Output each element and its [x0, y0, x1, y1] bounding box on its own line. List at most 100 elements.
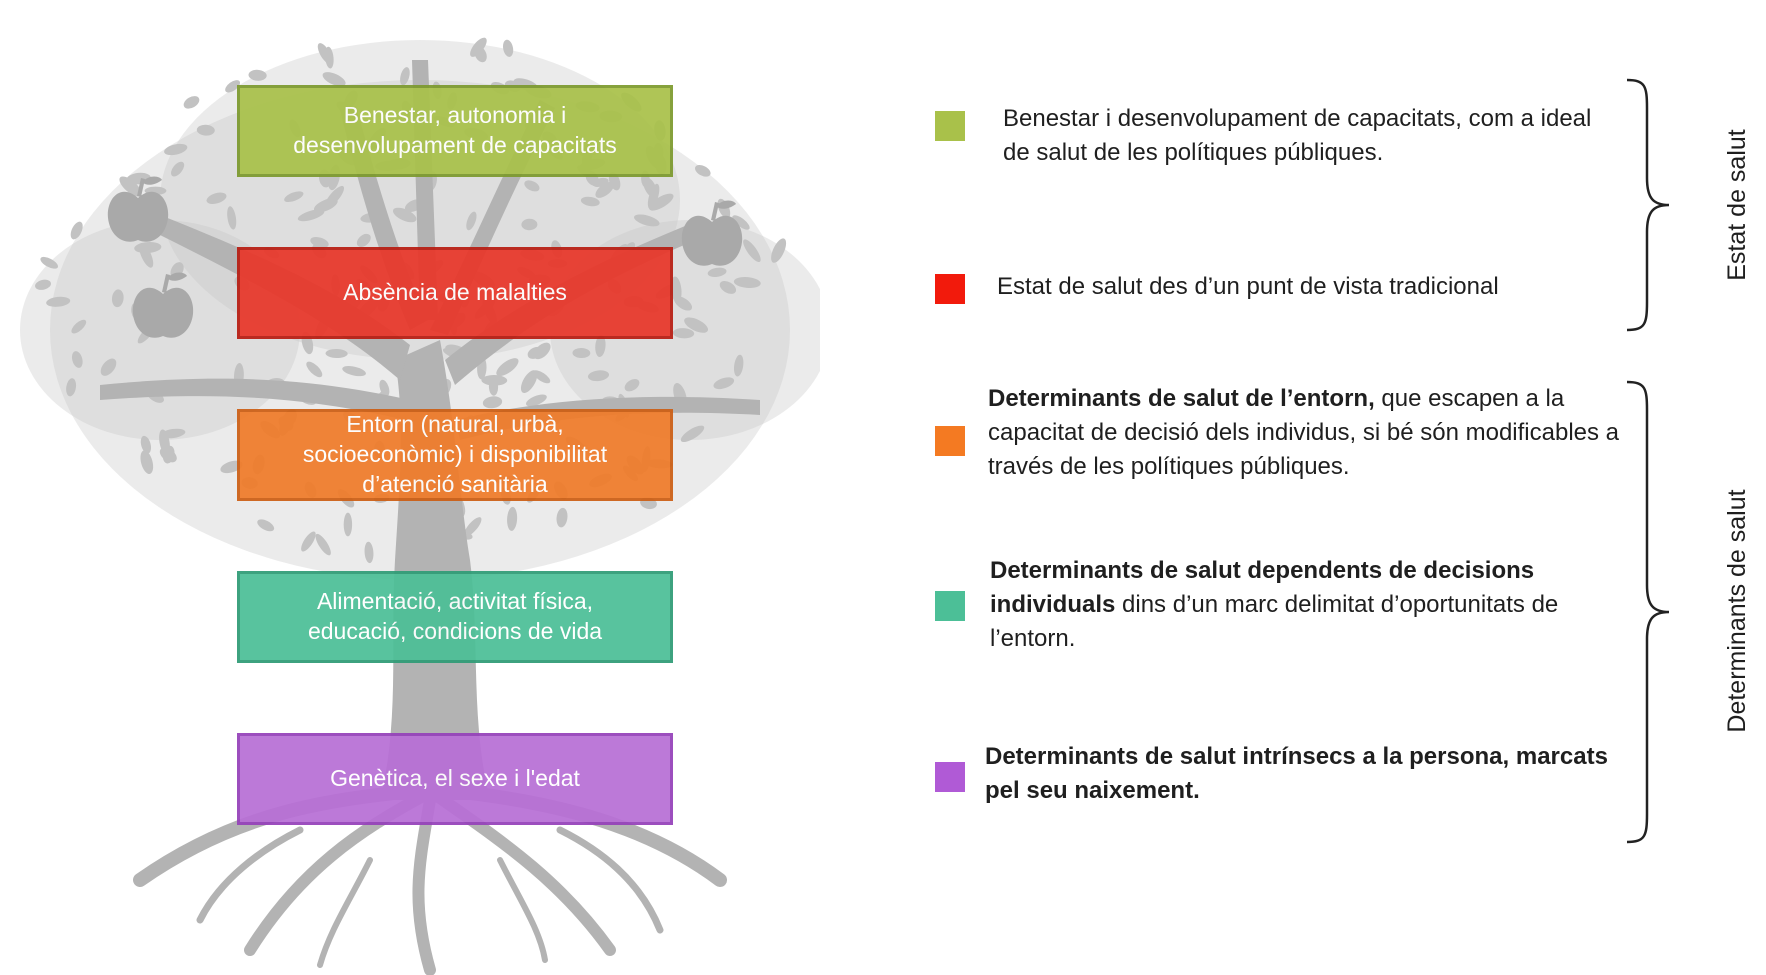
leaf [324, 185, 345, 209]
leaf [71, 319, 87, 334]
leaf [297, 209, 325, 222]
leaf [140, 450, 154, 474]
leaf [70, 221, 83, 240]
leaf [111, 289, 124, 308]
tier-box-environment: Entorn (natural, urbà, socioeconòmic) i … [237, 409, 673, 501]
leaf [521, 218, 538, 231]
tier-box-lifestyle: Alimentació, activitat física, educació,… [237, 571, 673, 663]
leaf [196, 124, 215, 136]
legend-swatch-individual [935, 591, 965, 621]
leaf [343, 512, 353, 537]
leaf [595, 335, 606, 357]
leaf [140, 435, 152, 454]
leaf [342, 366, 366, 377]
leaf [225, 80, 241, 93]
legend-bold: Determinants de salut de l’entorn, [988, 385, 1375, 412]
tier-label: Benestar, autonomia i desenvolupament de… [293, 102, 617, 158]
leaf [284, 191, 304, 203]
leaf [134, 242, 162, 254]
leaf [771, 238, 787, 263]
leaf [466, 211, 477, 231]
leaf [527, 346, 544, 359]
legend-desc: dins d’un marc delimitat d’oportunitats … [990, 591, 1559, 653]
leaf [719, 280, 737, 294]
leaf [474, 46, 487, 63]
legend-swatch-environment [935, 426, 965, 456]
tier-label: Alimentació, activitat física, educació,… [307, 588, 603, 644]
leaf [400, 67, 410, 86]
legend-text-individual: Determinants de salut dependents de deci… [990, 554, 1630, 656]
leaf [206, 192, 227, 205]
leaf [464, 517, 482, 537]
leaf [482, 396, 503, 409]
leaf [40, 256, 58, 269]
tier-label: Genètica, el sexe i l'edat [330, 765, 580, 792]
legend-text-wellbeing: Benestar i desenvolupament de capacitats… [1003, 102, 1613, 170]
leaf [680, 425, 705, 443]
legend-swatch-traditional [935, 274, 965, 304]
leaf [322, 72, 346, 87]
legend-swatch-wellbeing [935, 111, 965, 141]
leaf [507, 506, 518, 531]
apple-icons [107, 176, 743, 338]
leaf [634, 214, 660, 227]
tier-label: Entorn (natural, urbà, socioeconòmic) i … [302, 411, 608, 497]
leaf [119, 176, 142, 197]
leaf [248, 69, 267, 81]
leaf [533, 370, 551, 384]
leaf [733, 276, 761, 289]
leaf [672, 328, 695, 339]
group-label-text: Determinants de salut [1723, 489, 1751, 733]
leaf [524, 180, 540, 192]
leaf [525, 394, 547, 407]
leaf [674, 296, 693, 311]
tier-box-absence-of-disease: Absència de malalties [237, 247, 673, 339]
tier-box-wellbeing: Benestar, autonomia i desenvolupament de… [237, 85, 673, 177]
apple-icon [132, 272, 194, 338]
leaf [227, 206, 237, 230]
tier-box-genetics: Genètica, el sexe i l'edat [237, 733, 673, 825]
brace-health-determinants [1626, 380, 1670, 844]
leaf [257, 519, 275, 532]
legend-desc: Estat de salut des d’un punt de vista tr… [997, 273, 1499, 300]
legend-bold: Determinants de salut intrínsecs a la pe… [985, 743, 1608, 805]
legend-text-intrinsic: Determinants de salut intrínsecs a la pe… [985, 740, 1620, 808]
leaf [164, 143, 188, 156]
legend-bold: Determinants de salut dependents de deci… [990, 557, 1535, 619]
leaf [356, 233, 371, 247]
leaf [503, 39, 514, 57]
leaf [624, 378, 640, 392]
leaf [324, 46, 334, 69]
apple-icon [107, 176, 169, 242]
group-label-health-status: Estat de salut [1723, 105, 1757, 305]
legend-text-traditional: Estat de salut des d’un punt de vista tr… [997, 270, 1627, 304]
leaf [520, 370, 538, 393]
leaf [481, 374, 508, 386]
leaf [707, 267, 727, 277]
leaf [580, 196, 600, 207]
leaf [364, 541, 374, 564]
legend-swatch-intrinsic [935, 762, 965, 792]
leaf [66, 378, 77, 397]
leaf [743, 239, 761, 263]
group-label-text: Estat de salut [1723, 129, 1751, 281]
leaf [315, 533, 331, 556]
leaf [572, 347, 591, 359]
leaf [183, 96, 200, 109]
leaf [35, 279, 51, 290]
leaf [46, 296, 71, 307]
leaf [100, 358, 117, 376]
leaf [171, 161, 185, 177]
leaf [496, 358, 519, 377]
leaf [325, 348, 348, 359]
leaf [732, 215, 750, 230]
leaf [71, 351, 83, 368]
leaf [392, 207, 417, 223]
legend-text-environment: Determinants de salut de l’entorn, que e… [988, 382, 1623, 484]
leaf [649, 193, 674, 211]
leaf [159, 447, 177, 463]
leaf [713, 377, 735, 390]
brace-health-status [1626, 78, 1670, 332]
leaf [647, 183, 660, 209]
leaf [306, 361, 323, 378]
